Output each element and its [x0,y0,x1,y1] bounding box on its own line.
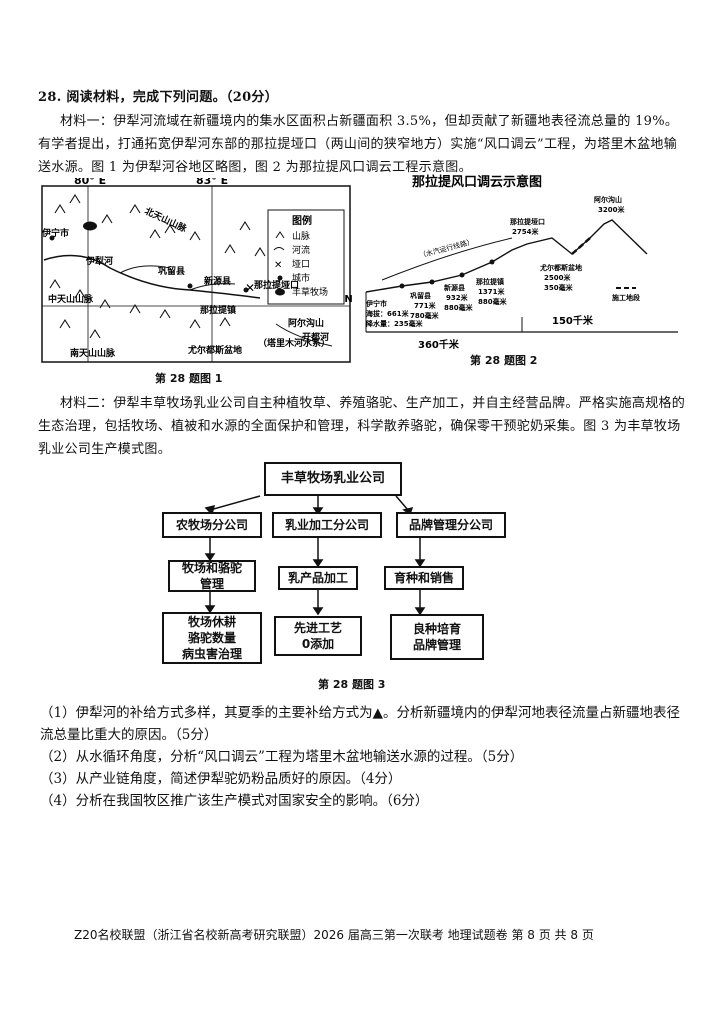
fig2-pt1-rain: 780毫米 [410,311,440,320]
box-breeding-brand: 良种培育 品牌管理 [390,614,484,660]
place-south-tianshan: 南天山山脉 [70,347,116,359]
place-xinyuan: 新源县 [204,275,231,287]
material-2: 材料二：伊犁丰草牧场乳业公司自主种植牧草、养殖骆驼、生产加工，并自主经营品牌。严… [38,396,686,457]
svg-text:✕: ✕ [274,260,282,271]
fig2-pt3-rain: 880毫米 [478,297,508,306]
place-nalati-town: 那拉提镇 [200,304,236,316]
figure-3-caption: 第 28 题图 3 [318,678,386,691]
box-advanced-tech: 先进工艺 0添加 [274,616,362,656]
figure-2-caption: 第 28 题图 2 [470,354,538,367]
legend-river: 河流 [292,244,310,256]
place-yining: 伊宁市 [41,227,69,239]
place-kaidu-river: 开都河 [302,331,329,343]
fig2-pt3-alt: 1371米 [478,287,505,296]
figure-3-flowchart: 丰草牧场乳业公司 农牧场分公司 乳业加工分公司 品牌管理分公司 牧场和骆驼 管理… [160,458,580,668]
place-yili-river: 伊犁河 [85,255,113,267]
fig2-pt5-rain: 350毫米 [544,283,574,292]
legend-mountain: 山脉 [292,230,310,242]
legend-city: 城市 [292,272,310,284]
fig2-title: 那拉提风口调云示意图 [412,174,542,190]
fig2-dist2: 150千米 [552,314,594,327]
fig2-pt0-alt: 海拔：661米 [366,309,410,318]
place-middle-tianshan: 中天山山脉 [48,293,94,305]
fig2-pt0-rain: 降水量：235毫米 [366,319,424,328]
place-gongliu: 巩留县 [158,265,185,277]
box-ranch-management: 牧场和骆驼 管理 [168,560,256,592]
box-dairy-branch: 乳业加工分公司 [272,512,382,538]
fig2-pt5-name: 尤尔都斯盆地 [540,263,582,272]
subquestion-3: （3）从产业链角度，简述伊犁驼奶粉品质好的原因。（4分） [40,771,402,787]
fig2-pt3-name: 那拉提镇 [476,277,504,286]
subquestion-1: （1）伊犁河的补给方式多样，其夏季的主要补给方式为▲。分析新疆境内的伊犁河地表径… [40,705,680,743]
fig2-pt6-name: 阿尔沟山 [594,195,622,204]
fig2-pt5-alt: 2500米 [544,273,571,282]
place-nalati-pass: 那拉提垭口 [254,279,299,291]
fig2-pt4-alt: 2754米 [512,227,539,236]
box-company: 丰草牧场乳业公司 [264,462,402,496]
fig2-pt2-rain: 880毫米 [444,303,474,312]
lon-label-1: 80° E [74,178,106,187]
subquestion-2: （2）从水循环角度，分析“风口调云”工程为塔里木盆地输送水源的过程。（5分） [40,749,524,765]
fig2-legend: 施工地段 [612,293,640,302]
fig2-pt1-name: 巩留县 [410,291,431,300]
place-tarim-system: （塔里木河水系） [258,337,330,349]
page-footer: Z20名校联盟（浙江省名校新高考研究联盟）2026 届高三第一次联考 地理试题卷… [74,928,594,942]
figure-1-map: 80° E 83° E 44° N ✕ 图例 山脉 河流 ✕ 垭口 城市 丰草牧… [40,174,360,368]
figure-2-profile: 那拉提风口调云示意图 （水汽运行线路） 伊宁市 海拔：661米 降水量：235毫… [362,172,692,372]
fig2-pt2-name: 新源县 [444,283,465,292]
box-breeding-sales: 育种和销售 [384,566,464,590]
place-aergou-mountain: 阿尔沟山 [288,317,324,329]
fig2-dist1: 360千米 [418,338,460,351]
legend-pass: 垭口 [292,258,310,270]
svg-text:✕: ✕ [245,281,255,295]
legend-title: 图例 [292,214,312,227]
box-farm-branch: 农牧场分公司 [162,512,262,538]
fig2-pt6-alt: 3200米 [598,205,625,214]
box-fallow-control: 牧场休耕 骆驼数量 病虫害治理 [162,612,262,664]
place-yulduz-basin: 尤尔都斯盆地 [187,344,242,356]
lon-label-2: 83° E [196,178,228,187]
question-title: 28. 阅读材料，完成下列问题。（20分） [38,90,279,105]
fig2-pt1-alt: 771米 [414,301,437,310]
fig2-pt0-name: 伊宁市 [365,299,387,308]
figure-1-caption: 第 28 题图 1 [155,372,223,385]
fig2-pt2-alt: 932米 [446,293,469,302]
subquestion-4: （4）分析在我国牧区推广该生产模式对国家安全的影响。（6分） [40,793,429,809]
material-1: 材料一：伊犁河流域在新疆境内的集水区面积占新疆面积 3.5%，但却贡献了新疆地表… [38,114,679,175]
box-dairy-processing: 乳产品加工 [278,566,358,590]
fig2-pt4-name: 那拉提垭口 [510,217,545,226]
box-brand-branch: 品牌管理分公司 [396,512,506,538]
legend-ranch: 丰草牧场 [292,286,328,298]
